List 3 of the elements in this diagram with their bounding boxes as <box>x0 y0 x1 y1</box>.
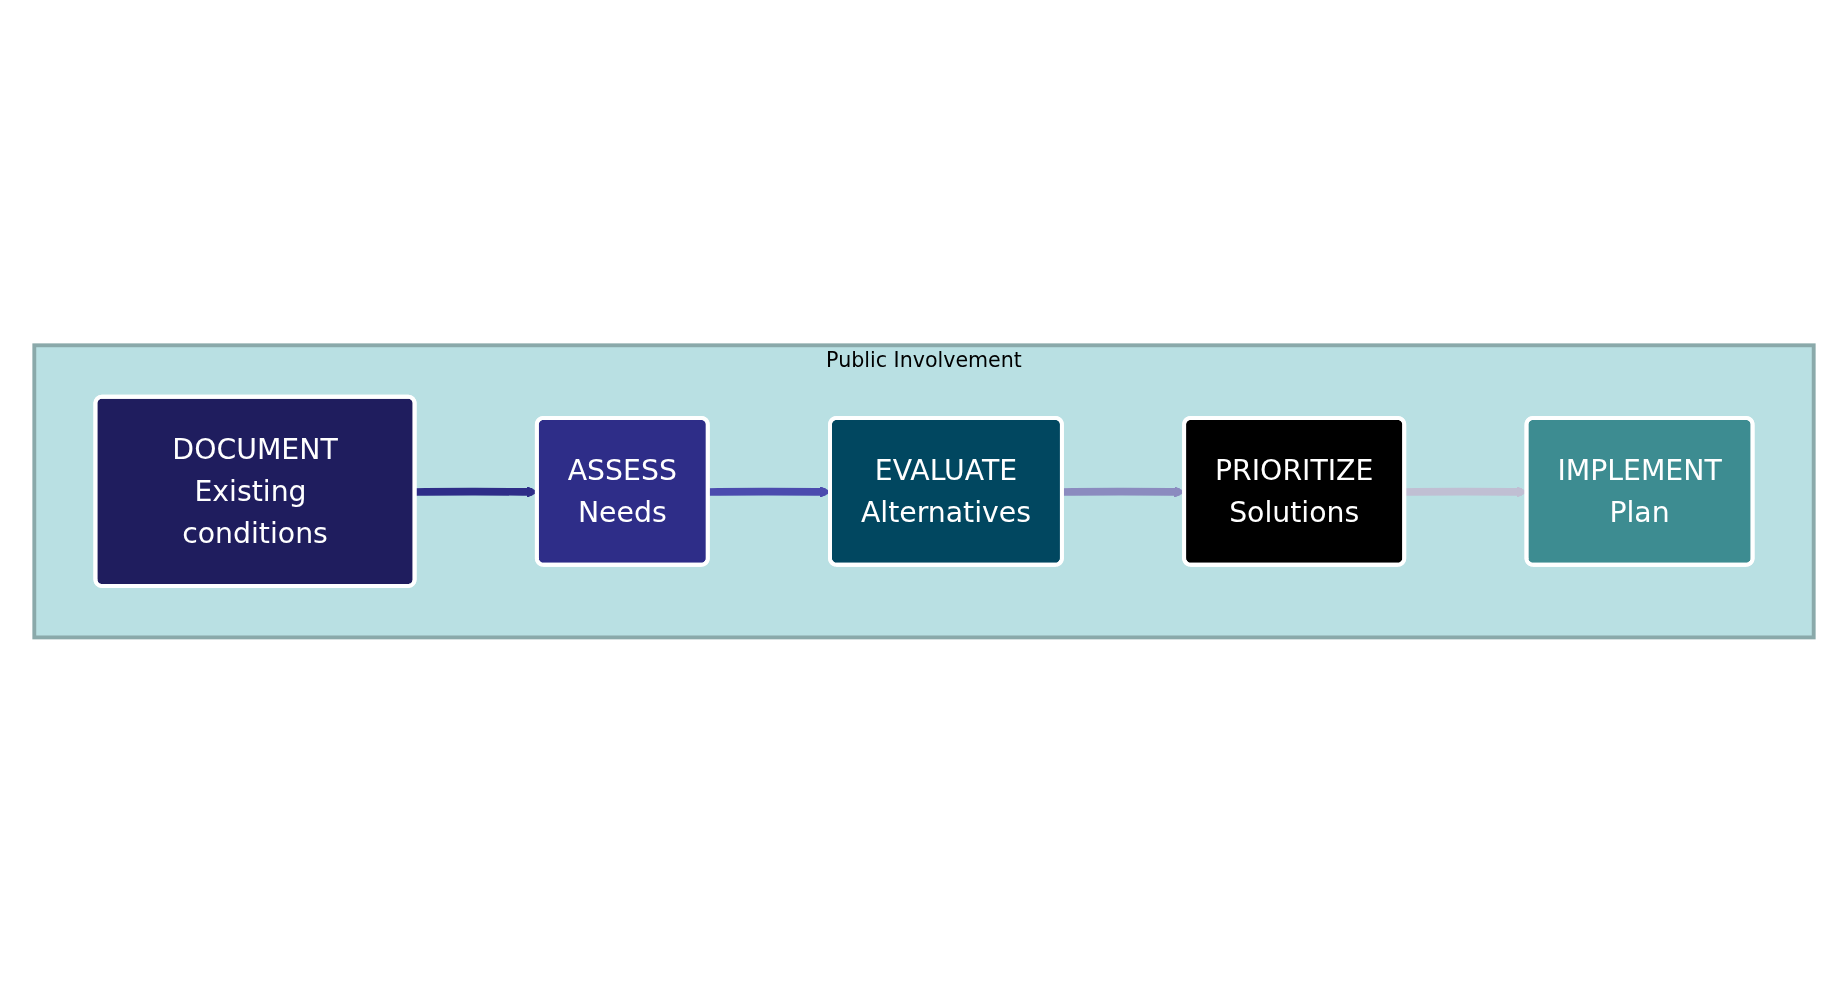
arrow <box>1062 485 1185 498</box>
arrow <box>414 485 538 498</box>
arrow <box>707 485 831 498</box>
